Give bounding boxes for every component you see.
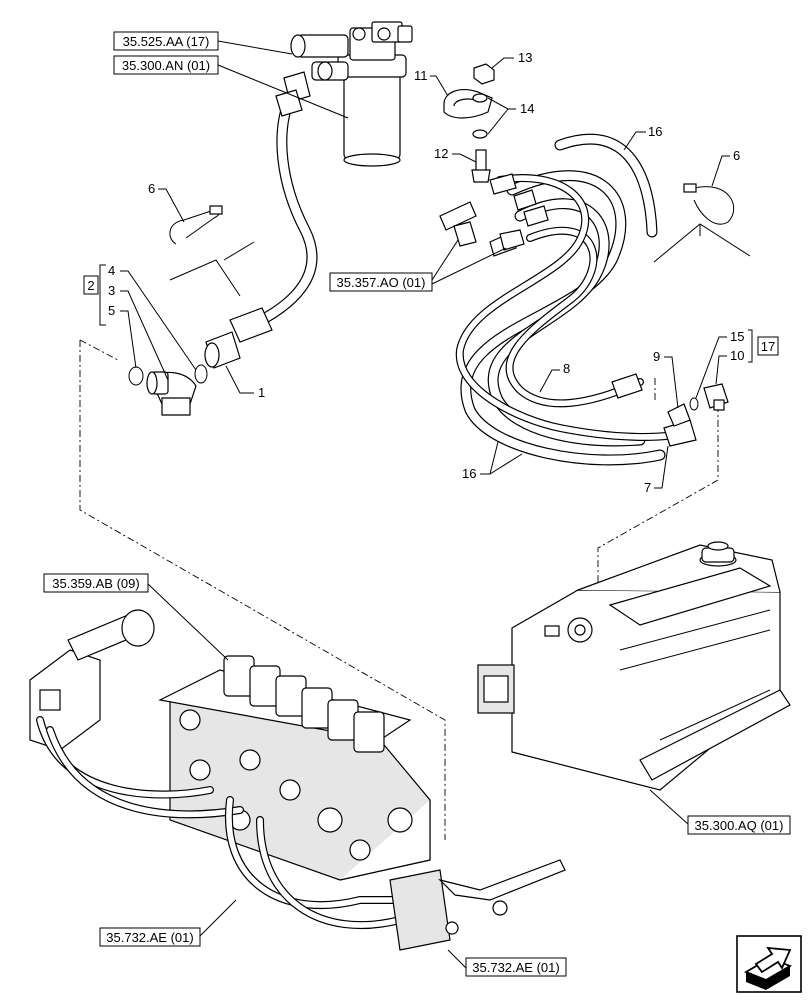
hose-end-fittings[interactable] bbox=[489, 173, 697, 447]
shutoff-valve[interactable] bbox=[389, 859, 566, 951]
hose-fitting-1[interactable] bbox=[204, 307, 273, 369]
ref-box-35-357-ao[interactable]: 35.357.AO (01) bbox=[329, 272, 433, 292]
group-bracket-2 bbox=[99, 264, 106, 326]
item-number-16-top: 16 bbox=[648, 124, 662, 139]
ref-label: 35.732.AE (01) bbox=[472, 960, 559, 975]
item-number-14: 14 bbox=[520, 101, 534, 116]
item-number-12: 12 bbox=[434, 146, 448, 161]
control-valve-bank[interactable] bbox=[158, 655, 431, 881]
item-number-11: 11 bbox=[414, 68, 428, 83]
item-number-9: 9 bbox=[653, 349, 660, 364]
item-number-4: 4 bbox=[108, 263, 115, 278]
leader bbox=[431, 239, 459, 281]
ref-label: 35.359.AB (09) bbox=[52, 576, 139, 591]
ref-label: 35.300.AQ (01) bbox=[695, 818, 784, 833]
ref-box-35-732-ae-right[interactable]: 35.732.AE (01) bbox=[465, 957, 567, 977]
joystick-valve-bracket[interactable] bbox=[29, 609, 155, 751]
item-number-2: 2 bbox=[87, 278, 94, 293]
ref-label: 35.357.AO (01) bbox=[337, 275, 426, 290]
leader bbox=[623, 131, 646, 151]
elbow-10[interactable] bbox=[703, 383, 729, 411]
item-number-17: 17 bbox=[761, 339, 775, 354]
washer-14[interactable] bbox=[472, 93, 488, 139]
hose-7[interactable] bbox=[455, 174, 694, 441]
leader bbox=[452, 153, 477, 163]
leader bbox=[120, 310, 137, 369]
item-number-10: 10 bbox=[730, 348, 744, 363]
suction-hose[interactable] bbox=[252, 71, 318, 328]
leader bbox=[158, 188, 185, 223]
leader bbox=[487, 97, 516, 110]
tee-fitting[interactable] bbox=[439, 201, 525, 257]
group-bracket-17 bbox=[748, 329, 753, 363]
clamp-11[interactable] bbox=[443, 89, 493, 119]
hydraulic-tank[interactable] bbox=[477, 541, 791, 791]
leader bbox=[649, 789, 689, 825]
item-number-3: 3 bbox=[108, 283, 115, 298]
leader bbox=[489, 453, 523, 475]
elbow-fitting-3[interactable] bbox=[146, 371, 197, 416]
hose-8[interactable] bbox=[505, 226, 644, 408]
item-number-1: 1 bbox=[258, 385, 265, 400]
leader bbox=[120, 270, 197, 371]
ref-box-35-732-ae-left[interactable]: 35.732.AE (01) bbox=[99, 927, 201, 947]
hose-strap-6-right[interactable] bbox=[683, 183, 735, 225]
ref-label: 35.300.AN (01) bbox=[122, 58, 210, 73]
leader bbox=[447, 949, 467, 969]
o-ring-4[interactable] bbox=[194, 364, 208, 384]
hydraulic-filter[interactable] bbox=[290, 21, 413, 167]
leader bbox=[430, 75, 449, 97]
leader bbox=[664, 356, 679, 409]
strap-locator-line-left bbox=[169, 259, 241, 297]
assembly-guide-lines bbox=[79, 339, 719, 840]
leader bbox=[199, 899, 237, 937]
item-number-16-bottom: 16 bbox=[462, 466, 476, 481]
hose-strap-6-left[interactable] bbox=[169, 205, 223, 245]
item-number-6-left: 6 bbox=[148, 181, 155, 196]
o-ring-5[interactable] bbox=[128, 366, 144, 386]
strap-locator-line-left-b bbox=[223, 241, 255, 261]
ref-label: 35.732.AE (01) bbox=[106, 930, 193, 945]
nut-13[interactable] bbox=[473, 63, 495, 85]
leader bbox=[431, 247, 507, 285]
item-number-8: 8 bbox=[563, 361, 570, 376]
valve-sections bbox=[223, 655, 385, 753]
leader bbox=[487, 108, 509, 135]
group-box-2[interactable]: 2 bbox=[83, 275, 99, 295]
item-number-7: 7 bbox=[644, 480, 651, 495]
ref-box-35-300-aq[interactable]: 35.300.AQ (01) bbox=[687, 815, 791, 835]
leader bbox=[225, 365, 254, 394]
item-number-6-right: 6 bbox=[733, 148, 740, 163]
leader bbox=[715, 355, 727, 385]
leader bbox=[120, 290, 169, 381]
next-page-arrow-icon[interactable] bbox=[736, 935, 802, 993]
o-ring-15[interactable] bbox=[689, 397, 699, 411]
leader bbox=[654, 445, 669, 489]
valve-hoses[interactable] bbox=[36, 716, 414, 930]
group-box-17[interactable]: 17 bbox=[757, 336, 779, 356]
ref-box-35-359-ab[interactable]: 35.359.AB (09) bbox=[43, 573, 149, 593]
leader bbox=[147, 583, 229, 661]
item-number-15: 15 bbox=[730, 329, 744, 344]
leader bbox=[491, 57, 514, 69]
adapter-9[interactable] bbox=[667, 403, 691, 427]
leader bbox=[711, 155, 730, 187]
ref-box-35-300-an[interactable]: 35.300.AN (01) bbox=[113, 55, 219, 75]
strap-locator-line-right bbox=[653, 223, 751, 263]
leader bbox=[695, 336, 727, 399]
ref-box-35-525-aa[interactable]: 35.525.AA (17) bbox=[113, 31, 219, 51]
item-number-5: 5 bbox=[108, 303, 115, 318]
item-number-13: 13 bbox=[518, 50, 532, 65]
leader bbox=[217, 40, 293, 55]
leader bbox=[480, 441, 499, 475]
leader bbox=[539, 369, 560, 393]
ref-label: 35.525.AA (17) bbox=[123, 34, 210, 49]
leader bbox=[217, 64, 349, 119]
bolt-12[interactable] bbox=[471, 149, 491, 183]
